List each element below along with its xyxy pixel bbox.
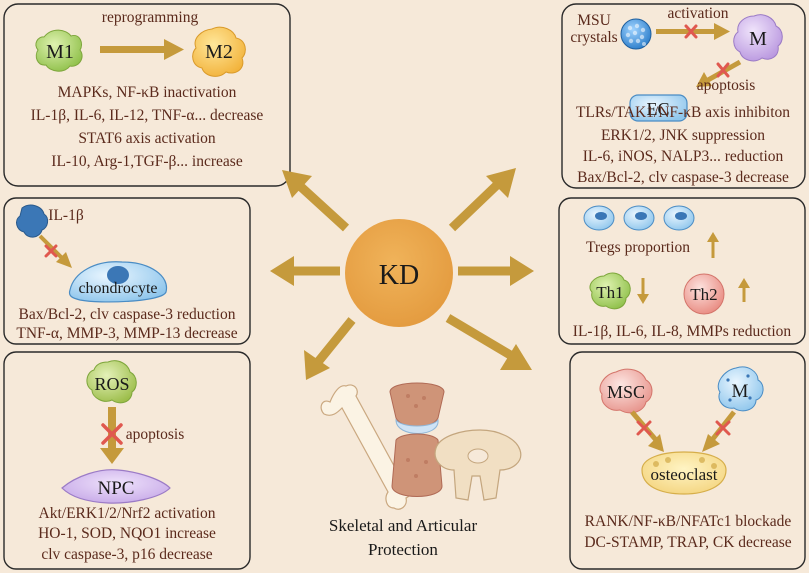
npc-label: NPC: [98, 478, 135, 499]
m2-cell: M2: [192, 26, 246, 77]
activation-arrow: [656, 23, 730, 40]
il1b-label: IL-1β: [48, 207, 84, 224]
bl-line-2: HO-1, SOD, NQO1 increase: [38, 525, 216, 542]
msu-crystal-icon: [620, 18, 652, 50]
ec-label: EC: [646, 99, 669, 119]
tl-line-3: STAT6 axis activation: [78, 130, 216, 147]
msc-inhibit-icon: [636, 420, 652, 436]
arrow-to-mid-right: [458, 256, 534, 286]
ros-apoptosis-arrow: [100, 407, 124, 464]
arrow-to-mid-left: [270, 256, 340, 286]
activation-label: activation: [667, 5, 728, 22]
skeletal-protection-line2: Protection: [368, 540, 438, 559]
msc-label: MSC: [607, 382, 645, 402]
br-line-2: DC-STAMP, TRAP, CK decrease: [584, 534, 791, 551]
ros-inhibit-icon: [101, 423, 123, 445]
ml-line-2: TNF-α, MMP-3, MMP-13 decrease: [16, 325, 237, 342]
th1-label: Th1: [596, 283, 623, 302]
apoptosis-label-tr: apoptosis: [697, 77, 756, 94]
bl-line-1: Akt/ERK1/2/Nrf2 activation: [39, 505, 216, 522]
bl-line-3: clv caspase-3, p16 decrease: [41, 546, 212, 563]
th1-cell: Th1: [589, 272, 631, 310]
activation-inhibit-icon: [684, 24, 698, 39]
tr-line-2: ERK1/2, JNK suppression: [601, 127, 765, 144]
tl-line-2: IL-1β, IL-6, IL-12, TNF-α... decrease: [31, 107, 264, 124]
m2-label: M2: [205, 41, 233, 63]
chondrocyte-label: chondrocyte: [78, 280, 157, 297]
skeletal-protection-line1: Skeletal and Articular: [329, 516, 478, 535]
msu-label-line2: crystals: [570, 29, 617, 46]
br-line-1: RANK/NF-κB/NFATc1 blockade: [585, 513, 792, 530]
femur-bone-icon: [320, 384, 411, 510]
kd-label: KD: [379, 260, 419, 291]
macrophage-purple-cell: M: [733, 14, 783, 62]
tr-line-1: TLRs/TAK1/NF-κB axis inhibiton: [576, 104, 790, 121]
msu-label-line1: MSU: [577, 12, 611, 29]
ros-label: ROS: [94, 374, 129, 394]
th2-cell: Th2: [683, 273, 725, 315]
il1b-molecule-icon: [16, 204, 49, 238]
m-inhibit-icon: [715, 420, 731, 436]
macrophage-purple-label: M: [749, 28, 767, 50]
macrophage-blue-label: M: [732, 381, 749, 402]
kd-circle: KD: [345, 219, 453, 327]
arrow-to-top-left: [282, 170, 350, 232]
il1b-inhibit-icon: [44, 244, 58, 258]
npc-cell: NPC: [61, 469, 171, 504]
kd-arrows: [270, 168, 534, 380]
tregs-up-arrow: [707, 232, 719, 258]
tregs-cells: [583, 205, 695, 231]
tregs-label: Tregs proportion: [586, 239, 690, 256]
mr-line-1: IL-1β, IL-6, IL-8, MMPs reduction: [573, 323, 792, 340]
tr-line-3: IL-6, iNOS, NALP3... reduction: [583, 148, 784, 165]
reprogramming-label: reprogramming: [102, 9, 199, 26]
tr-line-4: Bax/Bcl-2, clv caspase-3 decrease: [577, 169, 789, 186]
panel-bottom-left: [3, 351, 251, 570]
ml-line-1: Bax/Bcl-2, clv caspase-3 reduction: [19, 306, 236, 323]
macrophage-blue-cell: M: [717, 366, 764, 412]
ros-cell: ROS: [86, 360, 137, 404]
osteoclast-cell: osteoclast: [641, 451, 727, 495]
bl-apoptosis-label: apoptosis: [126, 426, 185, 443]
knee-joint-icon: [389, 382, 445, 497]
reprogramming-arrow: [100, 39, 184, 60]
msc-cell: MSC: [599, 368, 653, 414]
m1-cell: M1: [35, 29, 83, 72]
m1-label: M1: [46, 41, 74, 63]
osteoclast-label: osteoclast: [650, 465, 717, 484]
arrow-to-top-right: [448, 168, 516, 232]
ec-cell: EC: [629, 94, 688, 122]
arrow-to-bottom-right: [445, 314, 532, 370]
tl-line-1: MAPKs, NF-κB inactivation: [58, 84, 237, 101]
tl-line-4: IL-10, Arg-1,TGF-β... increase: [51, 153, 243, 170]
th2-up-arrow: [738, 278, 750, 302]
vertebra-icon: [434, 429, 522, 501]
chondrocyte-cell: chondrocyte: [68, 261, 168, 303]
apoptosis-inhibit-icon-tr: [716, 62, 730, 78]
th2-label: Th2: [690, 285, 717, 304]
th1-down-arrow: [637, 278, 649, 304]
arrow-to-bottom-left: [304, 317, 356, 380]
